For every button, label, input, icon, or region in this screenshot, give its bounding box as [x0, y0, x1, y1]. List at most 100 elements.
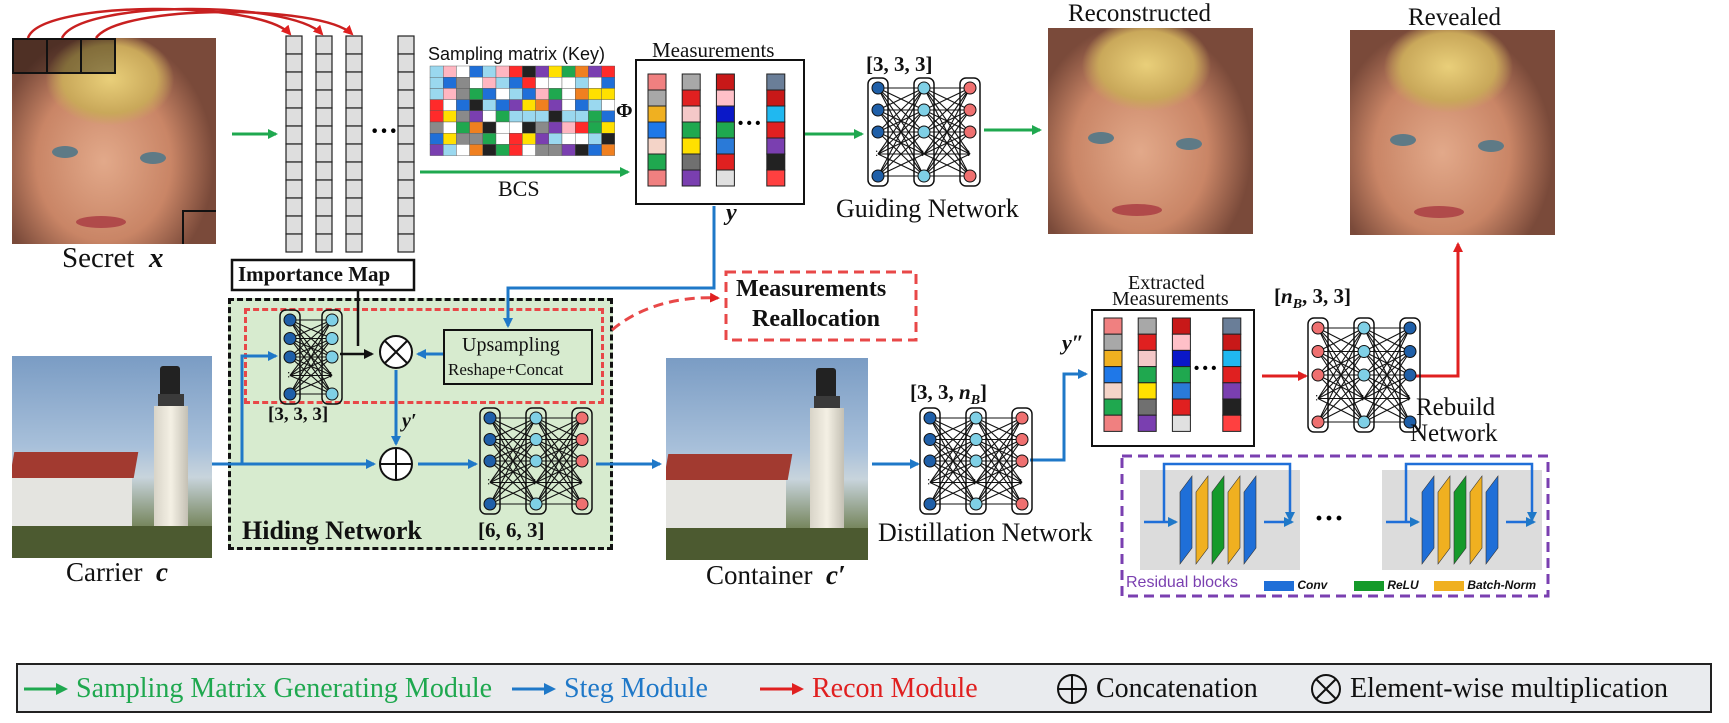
node-ellipsis: :: [1315, 390, 1318, 404]
matrix-cell: [443, 110, 457, 123]
network-node: [575, 454, 589, 468]
network-node: [529, 454, 543, 468]
matrix-cell: [588, 76, 602, 89]
network-node: [283, 313, 297, 327]
matrix-cell: [469, 132, 484, 145]
residual-layer: [1469, 475, 1483, 565]
residual-blocks-label: Residual blocks: [1126, 574, 1239, 591]
matrix-cell: [495, 121, 510, 134]
node-ellipsis: :: [927, 474, 930, 488]
skip-arrow: [1162, 462, 1295, 522]
container-image: [666, 358, 868, 560]
extracted-label-2: Measurements: [1112, 288, 1229, 310]
matrix-cell: [575, 88, 589, 100]
matrix-cell: [522, 99, 536, 111]
rebuild-net: :::: [1307, 317, 1421, 433]
measurement-cell: [647, 121, 667, 139]
measurement-cell: [647, 153, 667, 171]
matrix-cell: [495, 65, 510, 78]
matrix-cell: [575, 76, 589, 89]
network-node: [1357, 321, 1371, 335]
node-ellipsis: :: [329, 367, 332, 381]
matrix-cell: [588, 88, 602, 100]
matrix-cell: [469, 144, 484, 156]
measurement-cell: [1171, 382, 1191, 400]
hiding-network-label: Hiding Network: [242, 516, 422, 545]
matrix-cell: [495, 132, 510, 145]
matrix-cell: [443, 132, 457, 145]
phi-label: Φ: [616, 100, 633, 122]
matrix-cell: [588, 99, 602, 111]
red-arrows: [1262, 242, 1463, 381]
network-node: [923, 454, 937, 468]
matrix-cell: [429, 76, 444, 89]
measurement-cell: [1137, 333, 1157, 351]
column-ellipsis: ···: [370, 116, 398, 147]
network-node: [923, 411, 937, 425]
node-ellipsis: :: [967, 145, 970, 159]
network-node: [1015, 433, 1029, 446]
matrix-cell: [601, 65, 615, 78]
measurement-cell: [766, 105, 786, 123]
matrix-cell: [601, 121, 615, 134]
node-ellipsis: :: [973, 474, 976, 488]
residual-layer: [1437, 475, 1451, 565]
residual-ellipsis: ···: [1314, 502, 1344, 535]
residual-blocks-region: [1120, 454, 1550, 598]
matrix-cell: [522, 121, 536, 134]
network-node: [871, 103, 885, 117]
measurement-cell: [1103, 398, 1123, 416]
matrix-cell: [561, 144, 576, 156]
matrix-cell: [575, 132, 589, 145]
matrix-cell: [429, 121, 444, 134]
matrix-cell: [522, 144, 536, 156]
measurement-cell: [1103, 414, 1123, 432]
measurement-cell: [1137, 349, 1157, 368]
network-node: [923, 497, 937, 511]
matrix-cell: [601, 76, 615, 89]
node-ellipsis: :: [1019, 474, 1022, 488]
network-node: [917, 81, 931, 95]
upsampling-label: Upsampling: [462, 334, 560, 356]
matrix-cell: [443, 88, 457, 100]
node-ellipsis: :: [875, 145, 878, 159]
measurement-cell: [1222, 414, 1242, 432]
importance-map-label: Importance Map: [238, 262, 391, 286]
reconstructed-image: [1048, 28, 1253, 234]
measurement-ellipsis: ···: [1192, 353, 1218, 382]
layer-frame: [965, 407, 987, 515]
matrix-cell: [601, 99, 615, 111]
matrix-cell: [495, 76, 510, 89]
measurement-cell: [1137, 382, 1157, 400]
network-node: [1403, 345, 1417, 358]
measurement-cell: [1171, 317, 1191, 335]
network-node: [923, 433, 937, 446]
matrix-cell: [522, 76, 536, 89]
network-node: [283, 350, 297, 364]
matrix-cell: [601, 110, 615, 123]
matrix-cell: [482, 65, 497, 78]
matrix-cell: [548, 110, 563, 123]
measurement-cell: [715, 169, 735, 187]
residual-layer: [1227, 475, 1241, 565]
node-ellipsis: :: [1407, 390, 1410, 404]
matrix-cell: [495, 88, 510, 100]
matrix-cell: [469, 99, 484, 111]
measurement-cell: [681, 137, 701, 155]
legend-steg: Steg Module: [512, 673, 708, 705]
matrix-cell: [509, 65, 523, 78]
matrix-cell: [456, 110, 470, 123]
network-node: [529, 433, 543, 446]
multiply-operator: [379, 335, 413, 369]
matrix-cell: [482, 88, 497, 100]
green-arrows: [232, 125, 1042, 177]
relu-legend: ReLU: [1354, 578, 1419, 592]
measurement-cell: [715, 121, 735, 139]
distillation-network-label: Distillation Network: [878, 518, 1093, 547]
layer-frame: [867, 77, 889, 187]
network-node: [917, 169, 931, 183]
rebuild-label-1: Rebuild: [1416, 394, 1496, 421]
matrix-cell: [456, 144, 470, 156]
measurement-columns: ···: [647, 73, 786, 187]
matrix-cell: [456, 99, 470, 111]
